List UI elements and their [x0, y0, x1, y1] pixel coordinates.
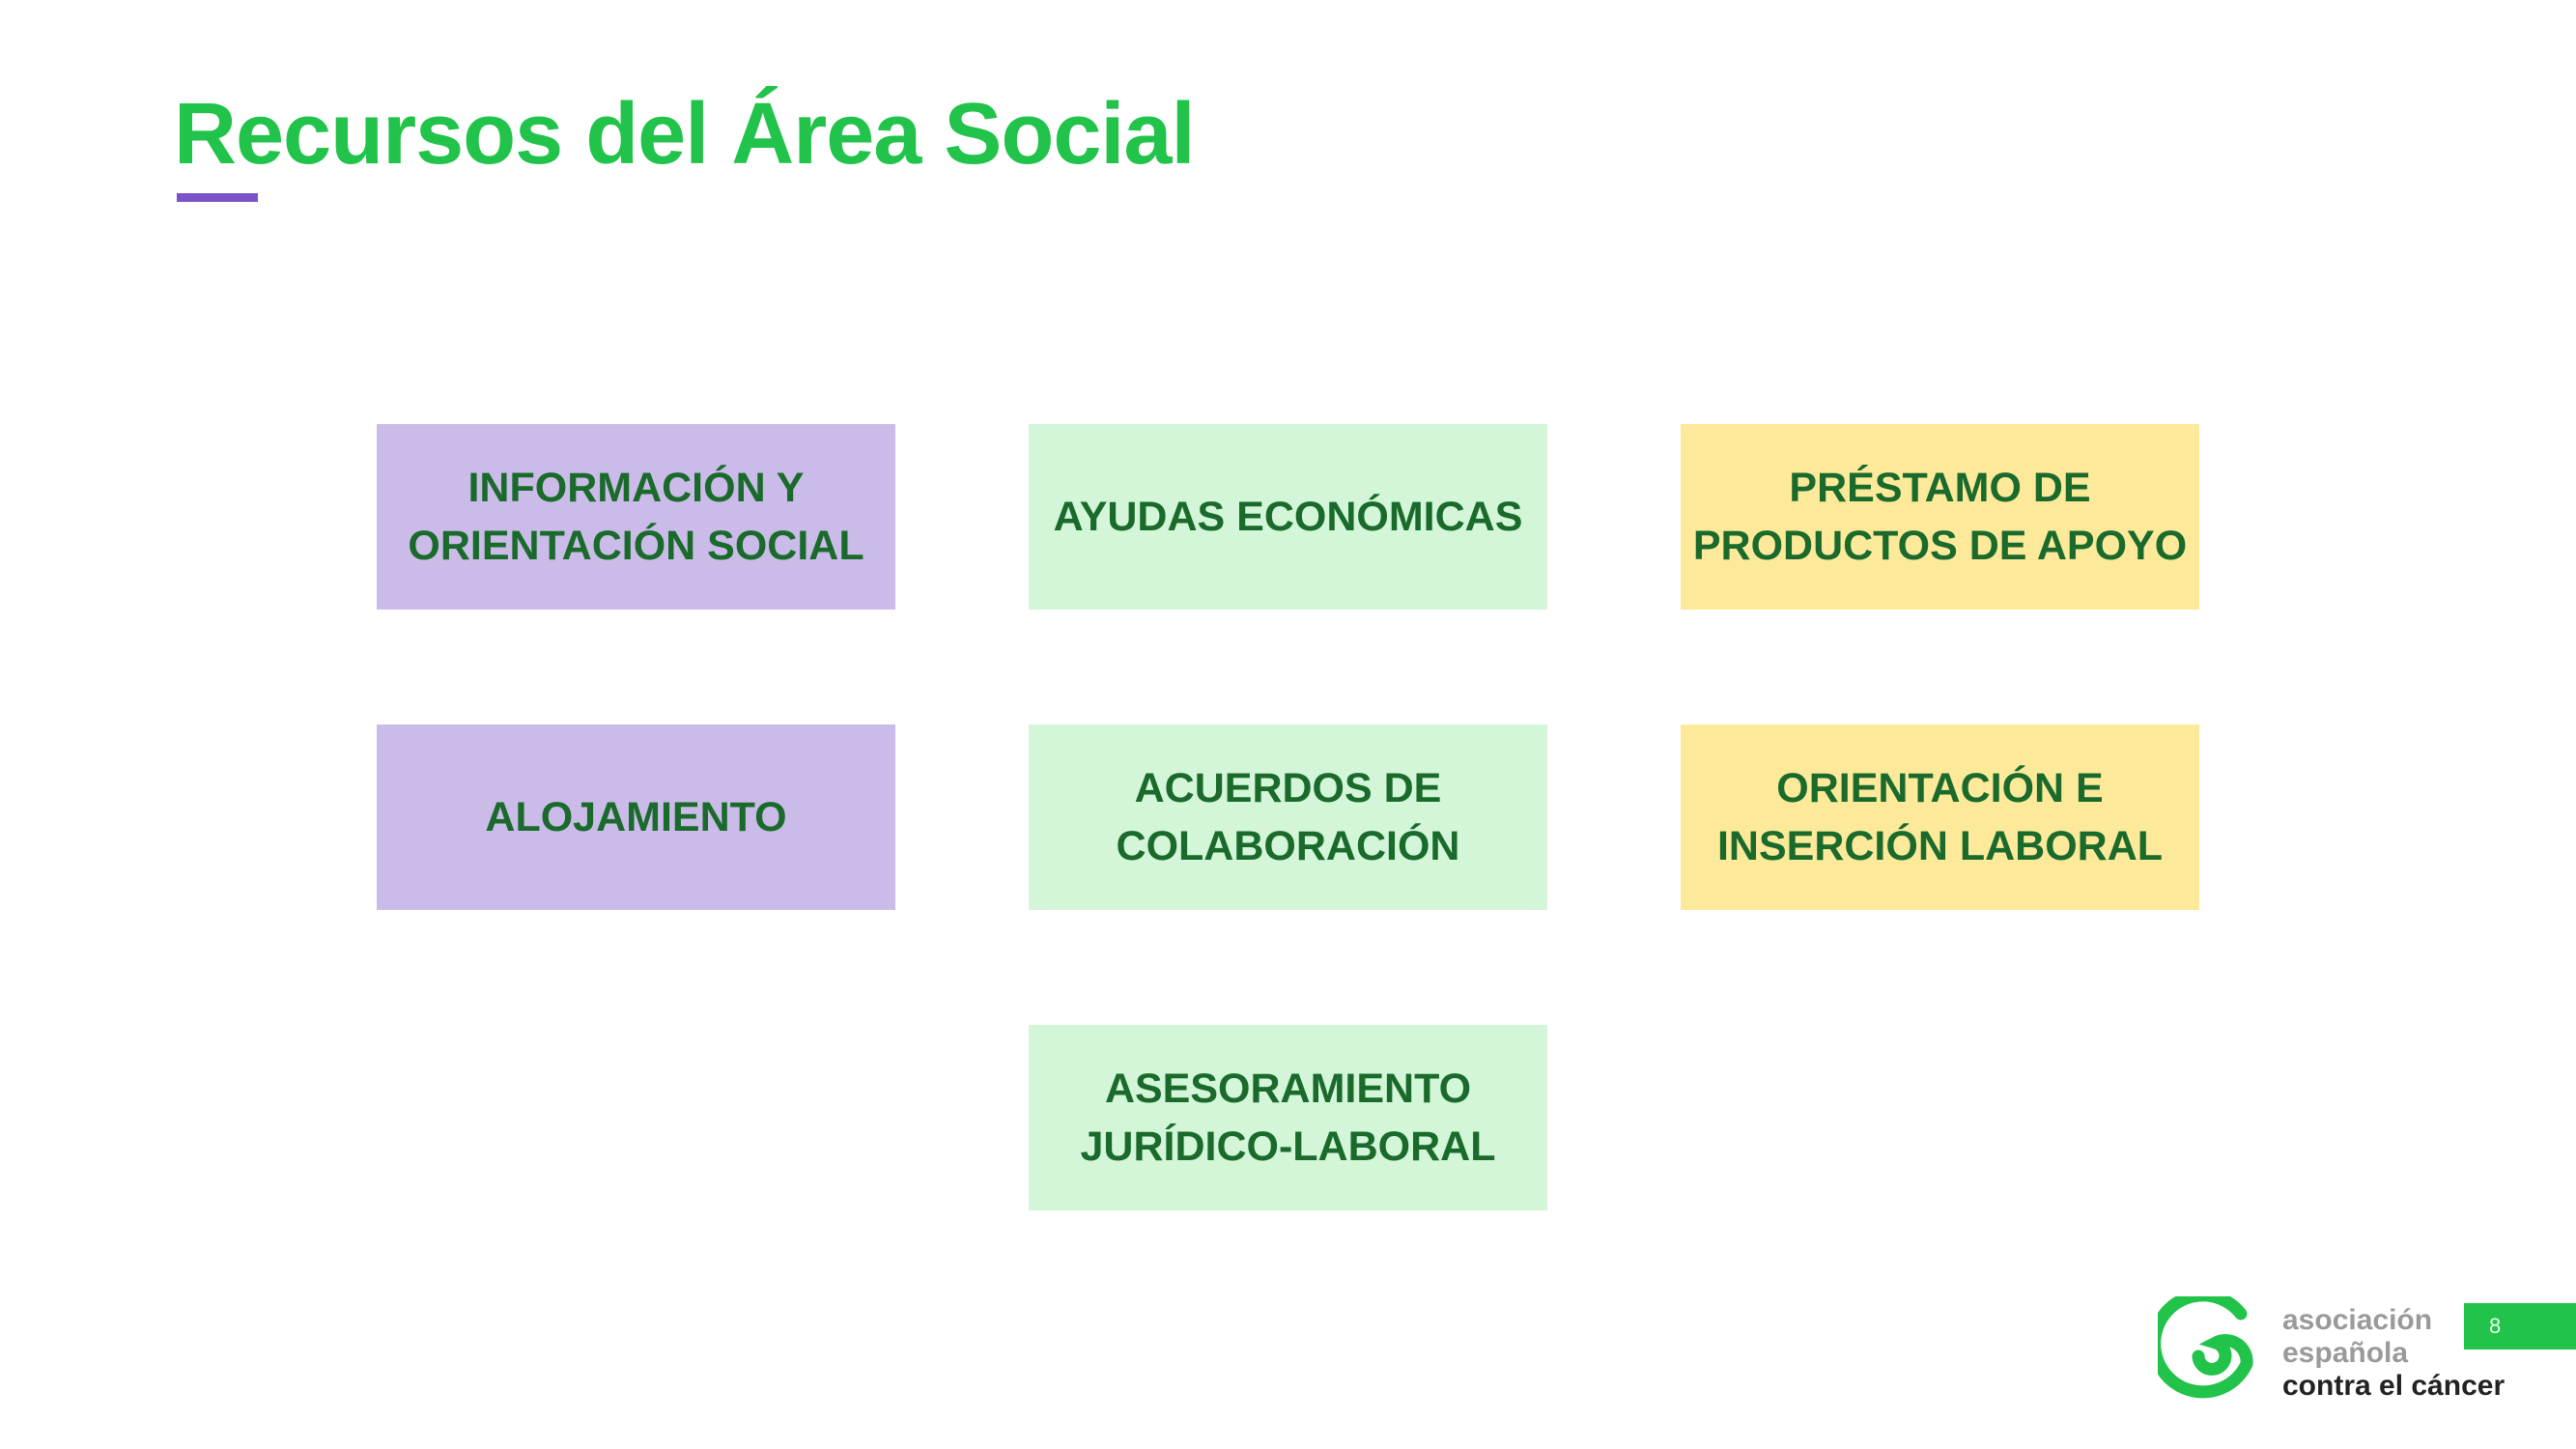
- title-underline: [177, 193, 258, 202]
- logo-line-1: asociación: [2282, 1304, 2433, 1336]
- box-asesoramiento-juridico-laboral[interactable]: ASESORAMIENTO JURÍDICO-LABORAL: [1029, 1025, 1547, 1210]
- aecc-logo-text: asociación española contra el cáncer: [2282, 1304, 2505, 1403]
- page-title: Recursos del Área Social: [174, 86, 1195, 183]
- box-ayudas-economicas[interactable]: AYUDAS ECONÓMICAS: [1029, 424, 1547, 610]
- logo-line-3: contra el cáncer: [2282, 1370, 2505, 1402]
- aecc-logo-icon: [2158, 1296, 2253, 1399]
- box-acuerdos-colaboracion[interactable]: ACUERDOS DE COLABORACIÓN: [1029, 724, 1547, 910]
- box-prestamo-productos-apoyo[interactable]: PRÉSTAMO DE PRODUCTOS DE APOYO: [1681, 424, 2199, 610]
- logo-line-2: española: [2282, 1337, 2409, 1369]
- box-alojamiento[interactable]: ALOJAMIENTO: [377, 724, 895, 910]
- page-number: 8: [2464, 1303, 2576, 1350]
- box-informacion-orientacion-social[interactable]: INFORMACIÓN Y ORIENTACIÓN SOCIAL: [377, 424, 895, 610]
- box-orientacion-insercion-laboral[interactable]: ORIENTACIÓN E INSERCIÓN LABORAL: [1681, 724, 2199, 910]
